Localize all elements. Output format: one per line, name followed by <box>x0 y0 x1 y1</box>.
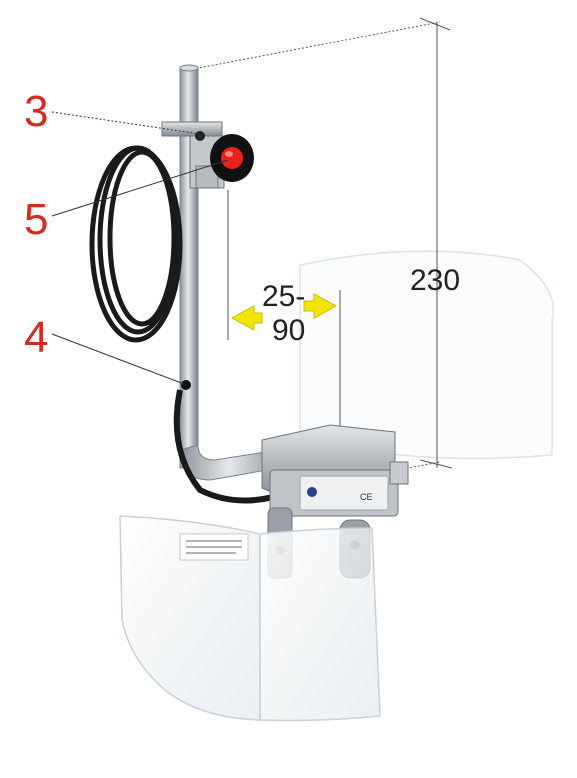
gap-range-bottom-label: 90 <box>272 314 306 347</box>
cable-grommet <box>181 380 191 390</box>
gap-arrows <box>230 293 338 331</box>
callout-4: 4 <box>24 313 49 362</box>
switch-ce-mark: CE <box>360 492 373 502</box>
callout-5: 5 <box>24 195 49 244</box>
callout-3: 3 <box>24 87 49 136</box>
callout-leaders <box>51 111 229 385</box>
gap-range-top-label: 25- <box>262 280 306 313</box>
dimension-lines <box>187 17 453 471</box>
ghost-shield-raised <box>299 250 554 460</box>
locking-knob <box>210 134 254 182</box>
safety-switch-housing: CE <box>261 424 409 579</box>
transparent-shield <box>119 515 381 722</box>
cable-coil <box>89 145 292 504</box>
height-dimension-label: 230 <box>410 264 461 297</box>
